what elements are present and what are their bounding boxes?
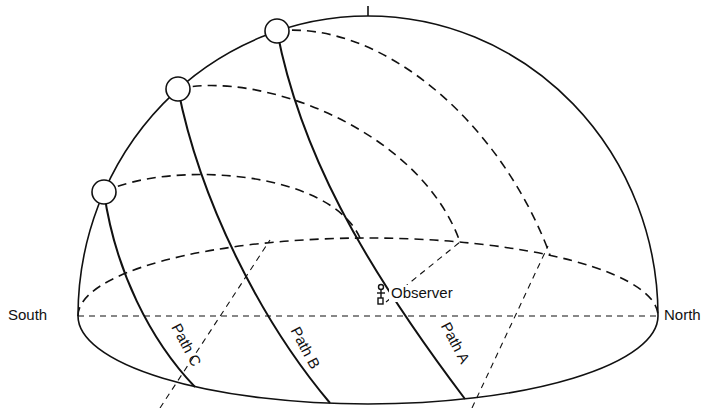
direction-label: North [664,307,701,324]
dome-outline [78,16,658,316]
sun-path [277,31,465,399]
meridian-line [78,315,658,316]
observer-figure [377,285,385,305]
horizon-front [78,316,658,404]
sun-path-back [104,175,360,238]
path-label: Path A [437,320,472,367]
zenith-tick [367,6,369,16]
horizon-back [78,238,658,316]
guide-line [386,242,460,302]
sun [92,180,116,204]
direction-label: South [8,307,47,324]
sun [265,19,289,43]
guide-line [160,240,270,408]
path-label: Path B [287,324,323,372]
observer-label: Observer [389,285,455,302]
sun-path-back [277,30,550,255]
sun [166,77,190,101]
sun-path [104,192,195,387]
guide-line [472,246,548,408]
